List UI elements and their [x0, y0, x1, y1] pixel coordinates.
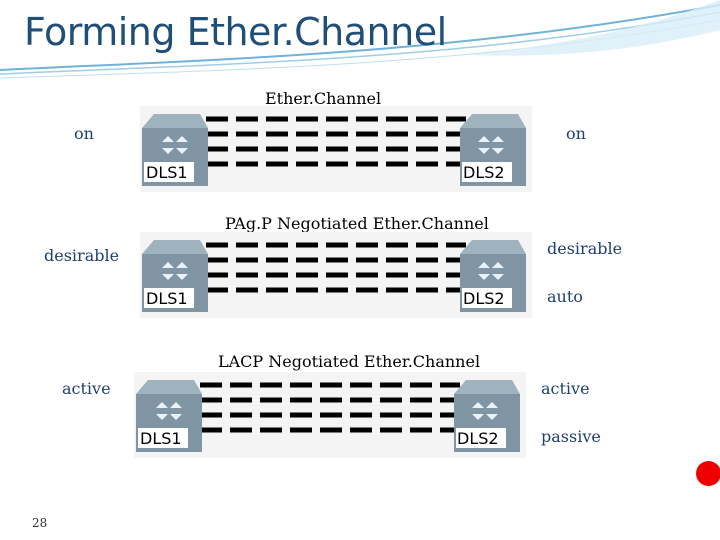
diagram-2-caption: PAg.P Negotiated Ether.Channel [225, 214, 489, 233]
diagram-1-switch-left-icon [142, 114, 208, 186]
diagram-2-right-mode-1: desirable [547, 239, 623, 258]
diagram-3-topology: DLS1 DLS2 [134, 372, 526, 458]
diagram-3-channel-links [200, 382, 460, 433]
diagram-3-links-svg: DLS1 DLS2 [136, 380, 520, 452]
diagram-1-left-mode: on [74, 124, 94, 143]
red-marker-dot [696, 461, 720, 486]
diagram-2-right-mode-2: auto [547, 287, 583, 306]
diagram-3-left-mode: active [62, 379, 111, 398]
diagram-1-switch-right-icon [460, 114, 526, 186]
diagram-1-channel-links [206, 116, 466, 167]
diagram-3-switch-right-label: DLS2 [457, 429, 499, 448]
diagram-2-left-mode: desirable [44, 246, 120, 265]
diagram-3-switch-left-label: DLS1 [140, 429, 182, 448]
header-swoosh-decoration [0, 0, 720, 79]
diagram-3-right-mode-1: active [541, 379, 590, 398]
diagram-1-links-svg: DLS1 DLS2 [142, 114, 526, 186]
page-number: 28 [32, 516, 48, 530]
diagram-3-switch-left-icon [136, 380, 202, 452]
diagram-2-topology: DLS1 DLS2 [140, 232, 532, 318]
diagram-1-topology: DLS1 DLS2 [140, 106, 532, 192]
diagram-2-links-svg: DLS1 DLS2 [142, 240, 526, 312]
diagram-3-switch-right-icon [454, 380, 520, 452]
diagram-1-caption: Ether.Channel [265, 89, 382, 108]
diagram-1-right-mode-1: on [566, 124, 586, 143]
diagram-2-switch-left-icon [142, 240, 208, 312]
slide-title: Forming Ether.Channel [24, 10, 447, 54]
diagram-3-right-mode-2: passive [541, 427, 601, 446]
diagram-1-switch-left-label: DLS1 [146, 163, 188, 182]
diagram-3-caption: LACP Negotiated Ether.Channel [218, 352, 481, 371]
diagram-2-channel-links [206, 242, 466, 293]
diagram-2-switch-right-label: DLS2 [463, 289, 505, 308]
diagram-2-switch-right-icon [460, 240, 526, 312]
diagram-2-switch-left-label: DLS1 [146, 289, 188, 308]
diagram-1-switch-right-label: DLS2 [463, 163, 505, 182]
